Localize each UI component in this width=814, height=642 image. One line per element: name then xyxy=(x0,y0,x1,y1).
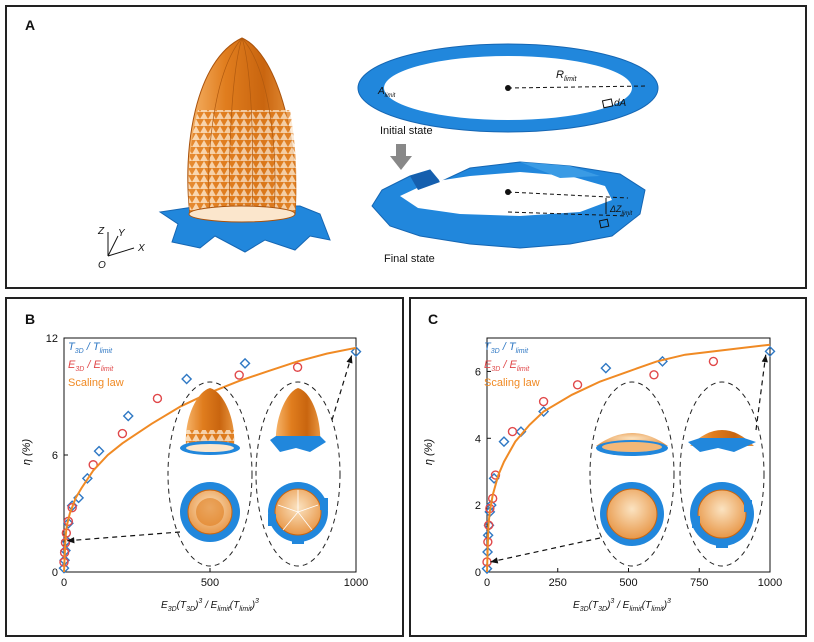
chart-b-ylabel: η (%) xyxy=(21,439,33,466)
axis-z-label: Z xyxy=(97,226,105,237)
chart-c-arrow-low-head xyxy=(490,557,499,564)
chart-c-scaling-law-line xyxy=(486,343,771,573)
chart-c-diamond-point-10 xyxy=(600,362,612,374)
chart-c-xlabel: E3D(T3D)3 / Elimit(Tlimit)3 xyxy=(573,598,671,613)
r-limit-label: Rlimit xyxy=(556,69,577,83)
chart-c-circle-point-9 xyxy=(649,370,659,380)
chart-b-diamond-point-8 xyxy=(93,445,105,457)
chart-c-circle-point-10 xyxy=(708,356,719,367)
chart-b-arrow-high-head xyxy=(346,355,353,364)
legend-c-e: E3D / Elimit xyxy=(484,359,530,373)
chart-c-ytick-label-1: 2 xyxy=(475,500,481,512)
chart-b-xtick-label-0: 0 xyxy=(61,577,67,589)
inset-b-right xyxy=(255,381,341,567)
panel-b-label: B xyxy=(25,311,35,327)
chart-b-diamond-point-0 xyxy=(58,562,70,574)
inset-c-left xyxy=(589,381,675,567)
chart-c-xtick-label-4: 1000 xyxy=(758,577,782,589)
dz-limit-label: ΔZlimit xyxy=(609,204,633,217)
chart-b-diamond-point-9 xyxy=(122,410,134,422)
chart-b-arrow-low-head xyxy=(66,537,75,544)
chart-b-circle-point-5 xyxy=(67,502,77,513)
inset-b-left xyxy=(167,381,253,567)
chart-b-xlabel: E3D(T3D)3 / Elimit(Tlimit)3 xyxy=(161,598,259,613)
chart-b-scaling-law-line xyxy=(63,346,357,573)
chart-c-circle-point-6 xyxy=(507,426,518,437)
final-ring xyxy=(371,161,646,249)
legend-b-scaling: Scaling law xyxy=(68,377,124,389)
panel-c-frame xyxy=(409,297,807,637)
chart-b-circle-point-8 xyxy=(152,393,163,404)
a-limit-label: Alimit xyxy=(377,86,396,99)
chart-c-ytick-label-2: 4 xyxy=(475,433,481,445)
chart-b: 0 500 1000 0 6 12 xyxy=(46,333,368,589)
panel-a-frame xyxy=(5,5,807,289)
panel-a-label: A xyxy=(25,17,35,33)
chart-c-diamond-point-7 xyxy=(498,436,510,448)
final-state-label: Final state xyxy=(384,253,435,265)
legend-b-t: T3D / Tlimit xyxy=(68,341,113,355)
chart-b-diamond-point-7 xyxy=(81,472,93,484)
inset-c-right xyxy=(679,381,765,567)
chart-b-xtick-label-2: 1000 xyxy=(344,577,368,589)
chart-c: 0 250 500 750 1000 0 2 4 6 xyxy=(475,337,782,589)
axis-x-label: X xyxy=(137,243,145,254)
panel-b-frame xyxy=(5,297,404,637)
chart-b-diamond-point-12 xyxy=(350,346,362,358)
chart-c-arrow-high-head xyxy=(761,354,768,363)
legend-c-t: T3D / Tlimit xyxy=(484,341,529,355)
axes-triad xyxy=(107,232,135,257)
chart-b-diamond-point-4 xyxy=(62,517,74,529)
chart-c-xtick-label-2: 500 xyxy=(619,577,637,589)
chart-b-arrow-low-line xyxy=(66,531,181,542)
chart-b-ytick-label-1: 6 xyxy=(52,450,58,462)
chart-b-circle-point-10 xyxy=(292,362,303,372)
chart-b-circle-point-9 xyxy=(234,370,244,380)
chart-c-diamond-point-0 xyxy=(481,563,493,575)
chart-b-circle-point-7 xyxy=(117,428,128,439)
chart-b-ytick-label-0: 0 xyxy=(52,567,58,579)
chart-c-xtick-label-0: 0 xyxy=(484,577,490,589)
chart-c-circle-point-7 xyxy=(538,396,549,407)
chart-c-ytick-label-0: 0 xyxy=(475,567,481,579)
initial-ring xyxy=(357,43,659,133)
axis-y-label: Y xyxy=(118,228,126,239)
legend-b-e: E3D / Elimit xyxy=(68,359,114,373)
chart-c-circle-point-8 xyxy=(572,380,583,390)
panel-c-label: C xyxy=(428,311,438,327)
chart-b-ytick-label-2: 12 xyxy=(46,333,58,345)
initial-state-label: Initial state xyxy=(380,125,433,137)
dome-lattice xyxy=(188,110,297,214)
chart-c-xtick-label-1: 250 xyxy=(549,577,567,589)
chart-c-circle-point-5 xyxy=(490,470,501,480)
legend-c-scaling: Scaling law xyxy=(484,377,540,389)
chart-b-circle-point-6 xyxy=(88,460,98,470)
chart-b-diamond-point-10 xyxy=(181,373,193,385)
chart-c-arrow-low-line xyxy=(490,537,601,563)
chart-c-diamond-point-12 xyxy=(764,345,776,357)
da-label: dA xyxy=(614,98,627,109)
chart-c-diamond-point-5 xyxy=(485,499,497,511)
chart-c-ytick-label-3: 6 xyxy=(475,366,481,378)
chart-c-xtick-label-3: 750 xyxy=(690,577,708,589)
state-arrow xyxy=(390,144,412,170)
chart-c-arrow-high-line xyxy=(755,354,767,431)
dome-ribs xyxy=(208,37,276,215)
chart-b-diamond-point-11 xyxy=(239,357,251,369)
dome-structure xyxy=(158,37,331,253)
dome-rim xyxy=(188,205,296,223)
axis-o-label: O xyxy=(98,260,106,271)
chart-c-ylabel: η (%) xyxy=(423,439,435,466)
chart-b-arrow-high-line xyxy=(331,355,353,421)
chart-b-xtick-label-1: 500 xyxy=(201,577,219,589)
